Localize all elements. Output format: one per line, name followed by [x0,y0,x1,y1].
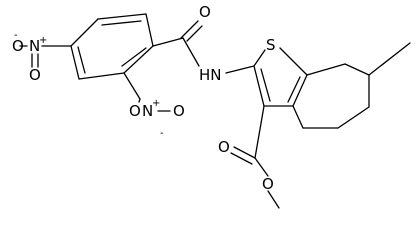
bond [101,20,142,26]
atom-labels: O - N + O O N + O - O HN S O O [12,3,276,193]
bonds [41,13,411,209]
bond [253,49,266,67]
bond [186,25,203,42]
bond [152,37,184,47]
bond [121,47,147,67]
bond [267,190,280,209]
ester-carbonyl-oxygen: O [218,138,230,156]
bond [292,105,304,129]
nitro-left-nitrogen: N [29,37,40,55]
ester-methoxy-oxygen: O [262,175,274,193]
sulfur-atom: S [266,36,276,54]
bond [145,13,154,47]
bond [182,37,200,67]
bond [70,45,80,80]
bond [225,65,255,74]
bond [78,72,125,80]
bond [287,76,301,103]
bond [254,105,265,159]
bond [260,68,271,102]
nitro-left-oxygen-top: O [12,37,24,55]
bond [337,106,370,129]
bond [233,146,256,159]
bond [123,72,141,100]
chemical-structure: O - N + O O N + O - O HN S O O [12,3,411,209]
bond [123,45,154,74]
bond [344,63,370,76]
nitro-left-oxygen-bottom: O [29,66,41,84]
bond [292,74,308,107]
bond [77,46,86,74]
bond [368,42,411,76]
nitro-right-nitrogen: N [142,102,153,120]
bond [138,98,141,103]
nitro-left-charge-minus: - [14,30,18,41]
bond [230,152,253,165]
bond [180,20,199,39]
bond [279,47,308,76]
bond [254,157,269,177]
bond [70,18,99,47]
amide-nh: HN [199,66,222,84]
nitro-right-oxygen-top: O [129,102,141,120]
amide-oxygen: O [199,3,211,21]
bond [253,65,265,107]
bond [306,63,346,76]
bond [97,13,147,20]
nitro-right-charge-plus: + [152,98,160,109]
nitro-right-charge-minus: - [160,128,164,139]
nitro-right-oxygen-bottom: O [173,102,185,120]
nitro-left-charge-plus: + [39,35,47,46]
